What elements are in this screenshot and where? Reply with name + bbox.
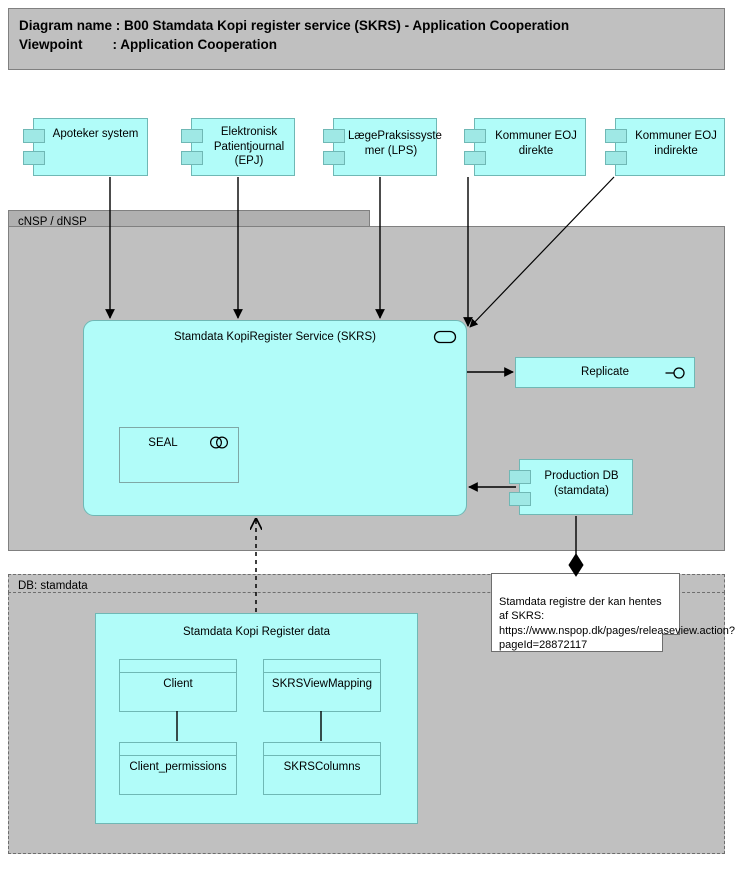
data-object-label: SKRSColumns	[283, 761, 361, 773]
application-collaboration-icon	[209, 436, 229, 449]
component-label: Kommuner EOJ indirekte	[635, 130, 717, 157]
component-nub-icon	[605, 151, 627, 165]
data-object-band	[120, 743, 236, 756]
component-apoteker-system[interactable]: Apoteker system	[23, 118, 148, 176]
note-text: Stamdata registre der kan hentes af SKRS…	[499, 595, 736, 652]
application-service-icon	[433, 330, 457, 344]
data-object-container-label: Stamdata Kopi Register data	[182, 626, 331, 638]
application-interface-replicate[interactable]: Replicate	[515, 357, 695, 388]
component-nub-icon	[464, 129, 486, 143]
diagram-name-line: Diagram name : B00 Stamdata Kopi registe…	[19, 18, 570, 33]
note-fold-corner	[662, 634, 680, 652]
component-kommuner-eoj-direkte[interactable]: Kommuner EOJ direkte	[464, 118, 586, 176]
component-nub-icon	[323, 151, 345, 165]
data-object-skrscolumns[interactable]: SKRSColumns	[263, 742, 381, 795]
data-object-band	[120, 660, 236, 673]
component-nub-icon	[181, 151, 203, 165]
data-object-label: Client_permissions	[129, 761, 227, 773]
component-nub-icon	[509, 492, 531, 506]
component-label: Elektronisk Patientjournal (EPJ)	[213, 126, 285, 167]
data-object-band	[264, 743, 380, 756]
diagram-header: Diagram name : B00 Stamdata Kopi registe…	[8, 8, 725, 70]
data-object-band	[264, 660, 380, 673]
application-interface-icon	[665, 367, 685, 379]
component-nub-icon	[464, 151, 486, 165]
note-stamdata-registre[interactable]: Stamdata registre der kan hentes af SKRS…	[491, 573, 735, 652]
component-label: Production DB (stamdata)	[544, 470, 619, 497]
data-object-client-permissions[interactable]: Client_permissions	[119, 742, 237, 795]
data-object-stamdata-kopi-register-data[interactable]: Stamdata Kopi Register data Client SKRSV…	[95, 613, 418, 824]
data-object-label: Client	[163, 678, 193, 690]
application-service-skrs[interactable]: Stamdata KopiRegister Service (SKRS) SEA…	[83, 320, 467, 516]
component-kommuner-eoj-indirekte[interactable]: Kommuner EOJ indirekte	[605, 118, 725, 176]
component-production-db[interactable]: Production DB (stamdata)	[509, 459, 633, 515]
application-collaboration-seal[interactable]: SEAL	[119, 427, 239, 483]
application-service-skrs-label: Stamdata KopiRegister Service (SKRS)	[174, 331, 376, 343]
component-nub-icon	[323, 129, 345, 143]
component-elektronisk-patientjournal[interactable]: Elektronisk Patientjournal (EPJ)	[181, 118, 295, 176]
component-nub-icon	[23, 129, 45, 143]
seal-label: SEAL	[148, 437, 178, 449]
data-object-skrsviewmapping[interactable]: SKRSViewMapping	[263, 659, 381, 712]
group-cnsp-dnsp-label-tab: cNSP / dNSP	[8, 210, 370, 228]
replicate-label: Replicate	[581, 366, 629, 378]
viewpoint-line: Viewpoint : Application Cooperation	[19, 37, 278, 52]
component-label: Kommuner EOJ direkte	[495, 130, 577, 157]
component-label: Apoteker system	[52, 128, 139, 140]
component-nub-icon	[605, 129, 627, 143]
component-nub-icon	[509, 470, 531, 484]
component-label: LægePraksissyste mer (LPS)	[348, 130, 442, 157]
component-laegepraksissystemer-lps[interactable]: LægePraksissyste mer (LPS)	[323, 118, 442, 176]
data-object-label: SKRSViewMapping	[271, 678, 373, 690]
component-nub-icon	[23, 151, 45, 165]
component-nub-icon	[181, 129, 203, 143]
data-object-client[interactable]: Client	[119, 659, 237, 712]
